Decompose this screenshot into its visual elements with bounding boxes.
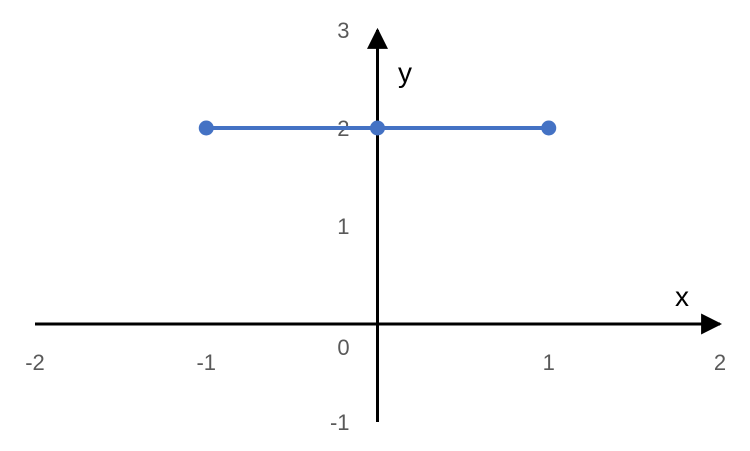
x-tick-label: -1: [196, 350, 216, 375]
y-tick-label: -1: [330, 410, 350, 435]
data-point: [370, 120, 385, 136]
x-tick-label: 1: [543, 350, 555, 375]
y-axis-title: y: [398, 57, 412, 88]
x-axis-title: x: [675, 281, 689, 312]
x-tick-label: 2: [714, 350, 726, 375]
x-tick-label: -2: [25, 350, 45, 375]
data-point: [198, 120, 214, 136]
x-tick-label: 0: [337, 335, 349, 360]
axes: [35, 27, 723, 422]
data-point: [541, 120, 557, 136]
y-tick-label: 1: [337, 214, 349, 239]
y-tick-label: 3: [337, 18, 349, 43]
series: [198, 120, 557, 136]
